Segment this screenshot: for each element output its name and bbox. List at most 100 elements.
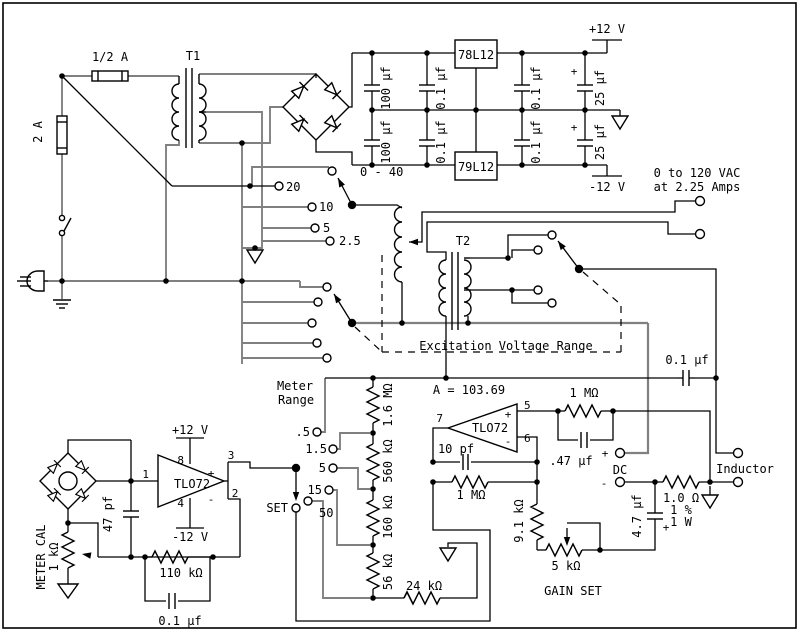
label-47uf: .47 µf xyxy=(549,454,592,468)
label-cap25-top: 25 µf xyxy=(593,70,607,106)
label-5k: 5 kΩ xyxy=(552,559,581,573)
label-inductor: Inductor xyxy=(716,462,774,476)
label-pin3: 3 xyxy=(228,449,235,462)
label-1ohm: 1.0 Ω xyxy=(663,491,699,505)
label-tap-5: 5 xyxy=(323,221,330,235)
label-47uf-el: 4.7 µf xyxy=(630,494,644,537)
transformer-t2 xyxy=(438,252,472,330)
label-amp2-minus: - xyxy=(505,435,512,448)
label-1k: 1 kΩ xyxy=(47,543,61,572)
lower-switch-bank xyxy=(307,282,342,363)
label-vac-2: at 2.25 Amps xyxy=(654,180,741,194)
label-cap25-bot: 25 µf xyxy=(593,124,607,160)
ground-icon-top xyxy=(610,115,630,131)
label-plus-a: + xyxy=(571,65,578,78)
label-1w: 1 W xyxy=(670,515,692,529)
label-minus12: -12 V xyxy=(589,180,625,194)
label-tap-10: 10 xyxy=(319,200,333,214)
label-meter-cal: METER CAL xyxy=(34,524,48,589)
label-gain-value: A = 103.69 xyxy=(433,383,505,397)
label-cap01-c: 0.1 µf xyxy=(529,66,543,109)
label-dc-plus: + xyxy=(602,447,609,460)
coupling-cap xyxy=(677,370,695,386)
labels: 1/2 A 2 A T1 100 µf 100 µf 0.1 µf 0.1 µf… xyxy=(31,22,774,628)
label-cap01-bot: 0.1 µf xyxy=(434,120,448,163)
label-fuse-two: 2 A xyxy=(31,120,45,142)
label-pin4: 4 xyxy=(177,497,184,510)
label-dc: DC xyxy=(613,463,627,477)
signal-wiring xyxy=(61,39,733,622)
label-amp1-minus: - xyxy=(208,493,215,506)
label-res-56k: 56 kΩ xyxy=(381,554,395,590)
label-excitation: Excitation Voltage Range xyxy=(419,339,592,353)
variac-coil xyxy=(393,206,418,283)
label-1pct: 1 % xyxy=(670,503,692,517)
label-01uf-fb: 0.1 µf xyxy=(158,614,201,628)
label-tap-040: 0 - 40 xyxy=(360,165,403,179)
label-tlo72-1: TLO72 xyxy=(174,477,210,491)
label-meter: Meter xyxy=(277,379,313,393)
label-r5: 5 xyxy=(319,461,326,475)
earth-ground-icon xyxy=(53,299,71,309)
cap-leads xyxy=(371,53,586,165)
voltage-tap-switch xyxy=(274,166,345,246)
label-tlo72-2: TLO72 xyxy=(472,421,508,435)
label-47pf: 47 pf xyxy=(101,496,115,532)
label-78l12: 78L12 xyxy=(458,48,494,62)
components xyxy=(17,39,744,609)
label-cap100-top: 100 µf xyxy=(379,66,393,109)
label-plus-b: + xyxy=(571,121,578,134)
label-amp1-vneg: -12 V xyxy=(172,530,208,544)
label-cap01-d: 0.1 µf xyxy=(529,120,543,163)
label-fuse-half: 1/2 A xyxy=(92,50,129,64)
ground-icon-taps xyxy=(245,249,265,265)
bridge-rectifier xyxy=(282,73,350,141)
ground-icon-output xyxy=(700,494,720,510)
label-res-560k: 560 kΩ xyxy=(381,439,395,482)
label-110k: 110 kΩ xyxy=(159,566,202,580)
filter-caps xyxy=(364,84,593,147)
excitation-voltage-box xyxy=(354,255,622,353)
label-res-24k: 24 kΩ xyxy=(406,579,442,593)
fuse-two-amp xyxy=(56,115,68,155)
power-switch xyxy=(58,214,72,237)
transformer-t1 xyxy=(171,68,207,148)
label-79l12: 79L12 xyxy=(458,160,494,174)
label-vac-1: 0 to 120 VAC xyxy=(654,166,741,180)
fuse-half-amp xyxy=(91,70,129,82)
label-pin6: 6 xyxy=(524,432,531,445)
label-amp2-plus: + xyxy=(505,408,512,421)
label-1m-top: 1 MΩ xyxy=(570,386,599,400)
label-pin1: 1 xyxy=(142,468,149,481)
label-gain-set: GAIN SET xyxy=(544,584,602,598)
ground-icon-metercal xyxy=(56,583,80,600)
label-r50: 50 xyxy=(319,506,333,520)
label-res-16m: 1.6 MΩ xyxy=(381,383,395,426)
meter-range-ladder xyxy=(291,386,441,606)
label-91k: 9.1 kΩ xyxy=(512,499,526,542)
excitation-range-switch xyxy=(533,230,566,308)
junction-dots xyxy=(59,50,719,601)
label-plus12: +12 V xyxy=(589,22,625,36)
label-r15: 1.5 xyxy=(305,442,327,456)
label-amp1-plus: + xyxy=(208,467,215,480)
label-set: SET xyxy=(266,501,288,515)
page-border xyxy=(2,2,797,629)
vac-terminal-bottom xyxy=(694,228,706,240)
label-10pf: 10 pf xyxy=(438,442,474,456)
label-cap100-bot: 100 µf xyxy=(379,120,393,163)
vac-terminal-top xyxy=(694,195,706,207)
opamp1 xyxy=(60,453,226,609)
ground-icon-ladder xyxy=(438,547,458,563)
label-r15b: 15 xyxy=(308,483,322,497)
ac-plug-icon xyxy=(17,270,48,292)
label-pin8: 8 xyxy=(177,454,184,467)
label-range: Range xyxy=(278,393,314,407)
label-t1: T1 xyxy=(186,49,200,63)
label-pin2: 2 xyxy=(232,487,239,500)
label-tap-20: 20 xyxy=(286,180,300,194)
label-amp1-vpos: +12 V xyxy=(172,423,208,437)
regulator-78l12-box xyxy=(454,39,498,69)
